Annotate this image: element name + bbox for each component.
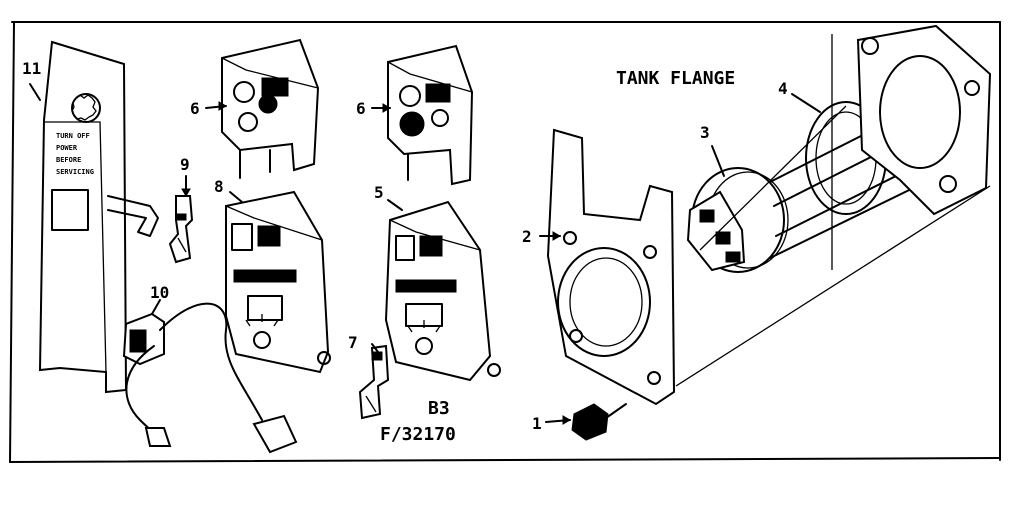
switch-with-wires-part-10 bbox=[122, 302, 298, 454]
callout-4: 4 bbox=[778, 79, 788, 98]
panel-text-line1: TURN OFF bbox=[56, 132, 90, 140]
screw-part-1 bbox=[571, 403, 627, 441]
tank-flange-housing bbox=[675, 24, 992, 387]
panel-text-line4: SERVICING bbox=[56, 168, 94, 176]
leader-arrows bbox=[29, 83, 821, 425]
callout-9: 9 bbox=[180, 155, 190, 174]
callout-6-left: 6 bbox=[190, 99, 200, 118]
drawing-code-line2: F/32170 bbox=[380, 424, 456, 445]
callout-7: 7 bbox=[348, 333, 358, 352]
thermostat-part-6-right bbox=[387, 44, 474, 186]
callout-8: 8 bbox=[214, 177, 224, 196]
callout-3: 3 bbox=[700, 123, 710, 142]
drawing-code-line1: B3 bbox=[428, 398, 450, 419]
drawing-frame bbox=[9, 21, 1001, 463]
callout-2: 2 bbox=[522, 227, 532, 246]
callout-5: 5 bbox=[374, 183, 384, 202]
access-cover-part-11 bbox=[38, 40, 159, 394]
callout-1: 1 bbox=[532, 414, 542, 433]
thermostat-part-8 bbox=[225, 190, 331, 374]
callout-11: 11 bbox=[22, 59, 41, 78]
thermostat-part-5 bbox=[384, 200, 501, 382]
tank-flange-label: TANK FLANGE bbox=[616, 68, 735, 89]
thermostat-part-6-left bbox=[221, 38, 320, 179]
clip-part-9 bbox=[168, 195, 194, 264]
panel-warning-text: TURN OFF POWER BEFORE SERVICING bbox=[56, 132, 94, 176]
panel-text-line3: BEFORE bbox=[56, 156, 81, 164]
callout-6-right: 6 bbox=[356, 99, 366, 118]
callout-10: 10 bbox=[150, 283, 169, 302]
clip-part-7 bbox=[358, 344, 390, 420]
heating-element-part-3 bbox=[686, 95, 949, 273]
mounting-plate-part-2 bbox=[546, 128, 676, 406]
panel-text-line2: POWER bbox=[56, 144, 78, 152]
